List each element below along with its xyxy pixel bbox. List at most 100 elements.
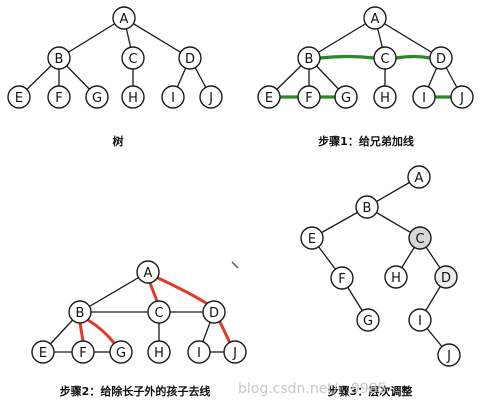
svg-text:G: G (363, 314, 373, 329)
step1-node-B: B (297, 46, 321, 70)
svg-text:H: H (154, 346, 164, 361)
tree-node-B: B (47, 46, 71, 70)
svg-text:G: G (92, 91, 102, 106)
tree-node-D: D (178, 46, 202, 70)
svg-text:I: I (418, 314, 422, 329)
step3-node-C: C (408, 226, 432, 250)
removed-line-B-F (78, 321, 85, 343)
tree-node-A: A (112, 6, 136, 30)
svg-text:J: J (446, 349, 451, 364)
panel-step2: A B C D E F G H I J 步骤2：给除长子外的孩子去线 (31, 260, 247, 398)
removed-line-D-J (218, 320, 232, 345)
svg-text:G: G (116, 346, 126, 361)
step2-node-F: F (71, 340, 95, 364)
watermark: blog.csdn.net/...9985 (238, 381, 387, 397)
step2-node-A: A (136, 260, 160, 284)
step2-node-C: C (147, 300, 171, 324)
step2-node-D: D (202, 300, 226, 324)
caption-step1: 步骤1：给兄弟加线 (318, 134, 414, 148)
tree-node-I: I (161, 85, 185, 109)
tree-node-E: E (7, 85, 31, 109)
step1-node-C: C (373, 46, 397, 70)
svg-text:A: A (371, 12, 380, 27)
step3-node-F: F (330, 266, 354, 290)
svg-text:I: I (422, 91, 426, 106)
step2-node-G: G (109, 340, 133, 364)
caption-tree: 树 (113, 134, 124, 148)
step1-node-F: F (297, 85, 321, 109)
step3-node-G: G (356, 308, 380, 332)
removed-line-A-C (148, 281, 159, 303)
removed-line-A-D (156, 276, 208, 305)
svg-text:C: C (380, 52, 389, 67)
svg-text:G: G (341, 91, 351, 106)
tree-node-F: F (47, 85, 71, 109)
svg-text:B: B (305, 52, 314, 67)
step2-node-I: I (187, 340, 211, 364)
svg-text:E: E (15, 91, 23, 106)
caption-step3: 步骤3：层次调整 (328, 384, 413, 398)
edge-A-B (308, 17, 376, 59)
step3-node-B: B (355, 195, 379, 219)
step3-node-H: H (384, 265, 408, 289)
step3-node-E: E (300, 226, 324, 250)
svg-text:H: H (128, 91, 138, 106)
svg-text:F: F (305, 91, 312, 106)
svg-text:E: E (39, 346, 47, 361)
step2-node-B: B (68, 300, 92, 324)
edge-A-B (79, 271, 149, 313)
svg-text:D: D (441, 271, 451, 286)
step3-node-A: A (407, 165, 431, 189)
svg-text:I: I (197, 346, 201, 361)
step3-node-D: D (434, 265, 458, 289)
svg-text:B: B (55, 52, 64, 67)
svg-text:I: I (171, 91, 175, 106)
panel-step1: A B C D E F G H I J 步骤1：给兄弟加线 (257, 6, 474, 148)
svg-text:D: D (209, 306, 219, 321)
svg-text:H: H (391, 271, 401, 286)
svg-text:B: B (76, 306, 85, 321)
edge-A-D (374, 17, 442, 59)
step2-node-J: J (223, 340, 247, 364)
tree-node-J: J (199, 85, 223, 109)
svg-text:J: J (208, 91, 213, 106)
svg-text:F: F (79, 346, 86, 361)
step2-node-H: H (147, 340, 171, 364)
svg-text:C: C (128, 52, 137, 67)
edge-A-D (123, 17, 191, 59)
tree-node-H: H (121, 85, 145, 109)
svg-text:E: E (308, 232, 316, 247)
svg-text:A: A (120, 12, 129, 27)
sibling-line-C-D (394, 54, 432, 60)
svg-text:C: C (154, 306, 163, 321)
svg-text:B: B (363, 201, 372, 216)
sibling-line-B-C (318, 54, 376, 60)
svg-text:A: A (415, 171, 424, 186)
tree-node-G: G (85, 85, 109, 109)
svg-text:D: D (185, 52, 195, 67)
panel-tree: A B C D E F G H I J 树 (7, 6, 223, 148)
svg-text:E: E (265, 91, 273, 106)
edge-A-B (58, 17, 125, 59)
step1-node-G: G (334, 85, 358, 109)
stray-mark (231, 261, 239, 269)
svg-text:F: F (55, 91, 62, 106)
svg-text:D: D (436, 52, 446, 67)
caption-step2: 步骤2：给除长子外的孩子去线 (60, 384, 211, 398)
svg-text:F: F (338, 272, 345, 287)
step1-node-I: I (412, 85, 436, 109)
svg-text:A: A (144, 266, 153, 281)
removed-line-B-G (86, 318, 116, 345)
step1-node-A: A (363, 6, 387, 30)
step3-node-I: I (408, 308, 432, 332)
step1-node-H: H (373, 85, 397, 109)
svg-text:J: J (459, 91, 464, 106)
svg-text:J: J (232, 346, 237, 361)
svg-text:C: C (415, 232, 424, 247)
step1-node-J: J (450, 85, 474, 109)
tree-node-C: C (121, 46, 145, 70)
step2-node-E: E (31, 340, 55, 364)
step3-node-J: J (437, 343, 461, 367)
panel-step3: A B E C F H D G I J 步骤3：层次调整 (300, 165, 461, 398)
